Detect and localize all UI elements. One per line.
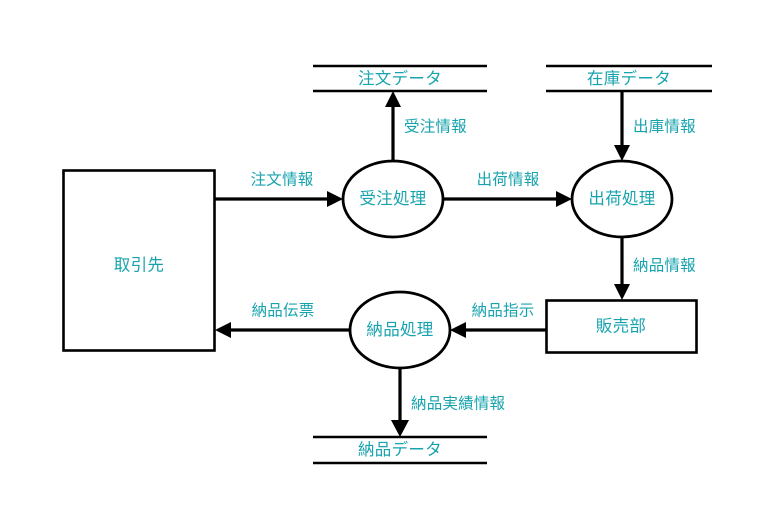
data-store-nouhin-label: 納品データ xyxy=(358,439,442,459)
flow-juchu-joho-arrowhead xyxy=(385,91,401,107)
data-store-nouhin-data[interactable]: 納品データ xyxy=(313,435,487,465)
data-store-zaiko-label: 在庫データ xyxy=(587,68,671,88)
flow-shuko-joho-label: 出庫情報 xyxy=(633,118,696,136)
flow-shuko-joho-arrowhead xyxy=(614,145,630,161)
flow-juchu-joho-label: 受注情報 xyxy=(404,118,467,136)
flow-nouhin-denpyo[interactable]: 納品伝票 xyxy=(215,302,350,339)
flow-shukka-joho[interactable]: 出荷情報 xyxy=(443,171,572,208)
flow-chumon-joho-arrowhead xyxy=(327,191,343,207)
flow-nouhin-denpyo-label: 納品伝票 xyxy=(252,302,315,320)
flow-nouhin-joho-arrowhead xyxy=(614,284,630,300)
external-entity-hanbaibu-label: 販売部 xyxy=(596,317,646,336)
flow-shuko-joho[interactable]: 出庫情報 xyxy=(614,91,696,161)
flow-chumon-joho-label: 注文情報 xyxy=(251,171,314,189)
external-entity-torihikisaki-label: 取引先 xyxy=(114,256,164,275)
flow-chumon-joho[interactable]: 注文情報 xyxy=(215,171,343,208)
process-nouhin[interactable]: 納品処理 xyxy=(348,290,452,370)
external-entity-torihikisaki[interactable]: 取引先 xyxy=(62,169,216,352)
data-store-zaiko-data[interactable]: 在庫データ xyxy=(546,64,712,93)
flow-shukka-joho-label: 出荷情報 xyxy=(477,171,540,189)
flow-nouhin-jisseki[interactable]: 納品実績情報 xyxy=(391,368,506,437)
flow-nouhin-joho[interactable]: 納品情報 xyxy=(614,237,696,300)
process-juchu[interactable]: 受注処理 xyxy=(341,159,445,239)
flow-nouhin-joho-label: 納品情報 xyxy=(633,257,696,275)
process-nouhin-label: 納品処理 xyxy=(366,320,433,339)
external-entity-torihikisaki-box xyxy=(62,169,216,352)
process-shukka-label: 出荷処理 xyxy=(588,189,655,208)
flow-nouhin-shiji-arrowhead xyxy=(450,322,466,338)
flow-nouhin-jisseki-arrowhead xyxy=(391,420,409,437)
process-juchu-label: 受注処理 xyxy=(359,189,426,208)
flow-nouhin-jisseki-label: 納品実績情報 xyxy=(411,395,506,413)
process-shukka[interactable]: 出荷処理 xyxy=(570,159,674,239)
data-store-chumon-data[interactable]: 注文データ xyxy=(313,64,487,93)
flow-shukka-joho-arrowhead xyxy=(556,191,572,207)
data-store-chumon-label: 注文データ xyxy=(358,68,442,88)
flow-nouhin-denpyo-arrowhead xyxy=(215,322,231,338)
flow-nouhin-shiji-label: 納品指示 xyxy=(472,302,535,320)
external-entity-hanbaibu[interactable]: 販売部 xyxy=(545,299,698,354)
flow-juchu-joho[interactable]: 受注情報 xyxy=(385,91,467,161)
flow-nouhin-shiji[interactable]: 納品指示 xyxy=(450,302,546,339)
external-entity-hanbaibu-box xyxy=(545,299,698,354)
